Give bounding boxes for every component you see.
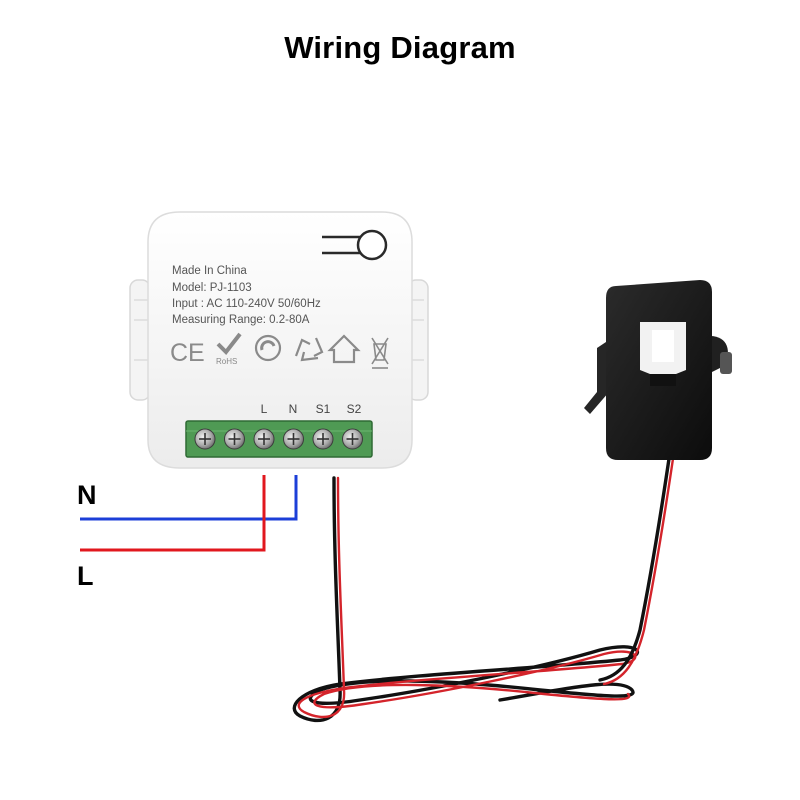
weee-bin-icon: [371, 337, 389, 369]
terminal-label-s2: S2: [347, 402, 362, 416]
terminal-screw-icon: [312, 428, 334, 450]
neutral-wire-label: N: [77, 480, 97, 510]
device-line-input: Input : AC 110-240V 50/60Hz: [172, 298, 321, 310]
ct-cable: [292, 450, 676, 723]
terminal-screw-icon: [253, 428, 275, 450]
house-icon: [327, 334, 361, 364]
left-clip: [129, 279, 151, 401]
clamp-jaw-lower: [650, 374, 676, 386]
terminal-label-s1: S1: [316, 402, 331, 416]
device-line-origin: Made In China: [172, 265, 247, 277]
neutral-wire: [80, 475, 298, 521]
terminal-screw-icon: [224, 428, 245, 450]
mains-wires: [80, 475, 298, 552]
device-line-range: Measuring Range: 0.2-80A: [172, 314, 310, 326]
clamp-pin: [720, 352, 732, 374]
terminal-screws: [194, 428, 363, 450]
live-wire: [80, 475, 266, 552]
svg-text:RoHS: RoHS: [216, 357, 237, 366]
clamp-latch: [584, 340, 609, 414]
energy-meter-module: Made In China Model: PJ-1103 Input : AC …: [129, 211, 429, 469]
live-wire-label: L: [77, 561, 94, 591]
recycle-arrows-icon: [294, 337, 324, 362]
clamp-opening: [652, 330, 674, 362]
terminal-screw-icon: [342, 428, 363, 450]
terminal-label-n: N: [289, 402, 298, 416]
certification-icons: CE RoHS: [170, 332, 389, 369]
rohs-check-icon: RoHS: [216, 332, 242, 366]
page-title: Wiring Diagram: [284, 30, 516, 65]
terminal-label-l: L: [261, 402, 268, 416]
recycle-circle-icon: [254, 334, 282, 362]
terminal-screw-icon: [194, 428, 216, 450]
ce-mark-icon: CE: [170, 339, 205, 367]
terminal-screw-icon: [283, 428, 304, 450]
reset-button-icon: [322, 229, 388, 261]
device-housing: [147, 211, 413, 469]
device-line-model: Model: PJ-1103: [172, 282, 252, 294]
current-transformer-clamp: [584, 280, 732, 460]
